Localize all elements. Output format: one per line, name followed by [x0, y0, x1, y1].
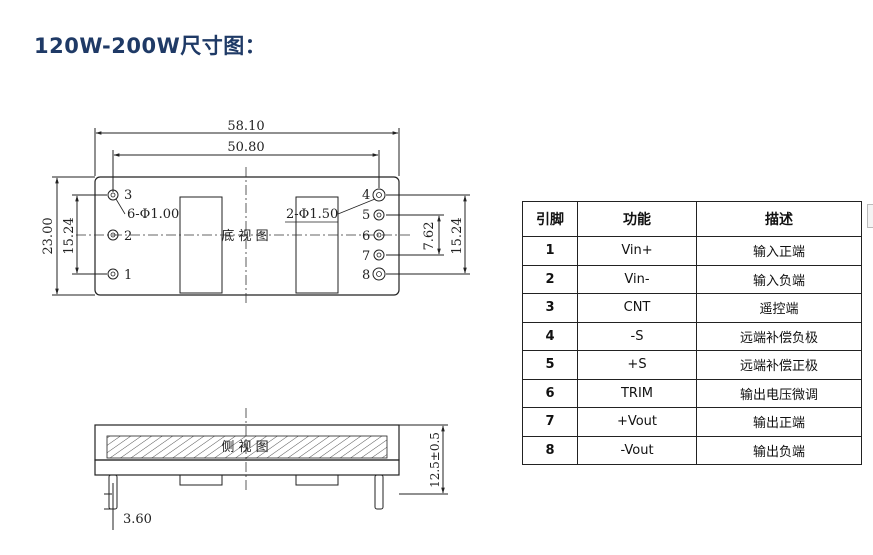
component-block-right — [295, 196, 339, 294]
pin-label-8: 8 — [362, 268, 370, 283]
scroll-edge-tab[interactable] — [867, 204, 873, 228]
pin-number: 5 — [522, 350, 578, 380]
pin-function: Vin- — [577, 264, 697, 294]
pin-description: 输入负端 — [696, 264, 862, 294]
side-view-label: 侧 视 图 — [221, 440, 268, 455]
pin-function: CNT — [577, 293, 697, 323]
bottom-view-label: 底 视 图 — [221, 228, 268, 244]
pin-label-2: 2 — [124, 229, 132, 244]
module-base-side — [94, 459, 400, 476]
table-header-row: 引脚 功能 描述 — [522, 201, 862, 237]
dim-pin-pitch-right: 15.24 — [450, 217, 465, 254]
pin-number: 2 — [522, 264, 578, 294]
pin-function: -Vout — [577, 435, 697, 465]
pin-6-hole — [373, 229, 385, 241]
pin-5-hole — [373, 209, 385, 221]
table-row: 2 Vin- 输入负端 — [522, 264, 862, 294]
header-description: 描述 — [696, 201, 862, 237]
side-view: 侧 视 图 12.5±0.5 3.60 — [94, 408, 448, 530]
table-row: 8 -Vout 输出负端 — [522, 435, 862, 465]
pin-function: +Vout — [577, 407, 697, 437]
table-row: 7 +Vout 输出正端 — [522, 407, 862, 437]
pin-label-6: 6 — [362, 229, 370, 244]
pin-function: +S — [577, 350, 697, 380]
pin-function: Vin+ — [577, 236, 697, 266]
dim-pin-pitch-left: 15.24 — [62, 217, 77, 254]
pin-label-1: 1 — [124, 268, 132, 283]
pin-description: 输出正端 — [696, 407, 862, 437]
pin-number: 4 — [522, 321, 578, 351]
dim-pin-span: 50.80 — [227, 140, 264, 155]
pin-8-hole — [372, 267, 386, 281]
pin-function-table: 引脚 功能 描述 1 Vin+ 输入正端 2 Vin- 输入负端 3 CNT 遥… — [522, 201, 862, 465]
pin-label-4: 4 — [362, 188, 370, 203]
pin-right-side — [374, 474, 384, 510]
pin-3-hole — [107, 189, 119, 201]
bottom-view: 58.10 50.80 3 2 1 6-Φ1.00 — [41, 119, 470, 305]
hole-small-label: 6-Φ1.00 — [127, 207, 179, 222]
dim-signal-pitch: 7.62 — [422, 222, 437, 251]
pin-description: 遥控端 — [696, 293, 862, 323]
pin-label-3: 3 — [124, 188, 132, 203]
pin-number: 3 — [522, 293, 578, 323]
pin-function: TRIM — [577, 378, 697, 408]
pin-description: 输出电压微调 — [696, 378, 862, 408]
module-outline-bottom — [94, 176, 400, 296]
header-pin: 引脚 — [522, 201, 578, 237]
pin-1-hole — [107, 268, 119, 280]
dim-pin-length: 3.60 — [123, 512, 152, 527]
pin-4-hole — [372, 188, 386, 202]
pin-description: 输出负端 — [696, 435, 862, 465]
pin-label-5: 5 — [362, 208, 370, 223]
pin-number: 1 — [522, 236, 578, 266]
pin-label-7: 7 — [362, 249, 370, 264]
table-row: 1 Vin+ 输入正端 — [522, 236, 862, 266]
hole-large-label: 2-Φ1.50 — [286, 207, 338, 222]
table-row: 4 -S 远端补偿负极 — [522, 321, 862, 351]
dim-total-width: 58.10 — [227, 119, 264, 134]
pin-description: 远端补偿正极 — [696, 350, 862, 380]
pin-description: 输入正端 — [696, 236, 862, 266]
dim-height: 23.00 — [41, 217, 56, 254]
table-row: 3 CNT 遥控端 — [522, 293, 862, 323]
dim-side-height: 12.5±0.5 — [428, 432, 442, 488]
pin-number: 6 — [522, 378, 578, 408]
pin-description: 远端补偿负极 — [696, 321, 862, 351]
page-title: 120W-200W尺寸图： — [34, 34, 267, 58]
component-block-left — [179, 196, 223, 294]
pin-2-hole — [107, 229, 119, 241]
pin-number: 7 — [522, 407, 578, 437]
pin-function: -S — [577, 321, 697, 351]
table-row: 5 +S 远端补偿正极 — [522, 350, 862, 380]
pin-number: 8 — [522, 435, 578, 465]
header-function: 功能 — [577, 201, 697, 237]
pin-7-hole — [373, 249, 385, 261]
table-row: 6 TRIM 输出电压微调 — [522, 378, 862, 408]
